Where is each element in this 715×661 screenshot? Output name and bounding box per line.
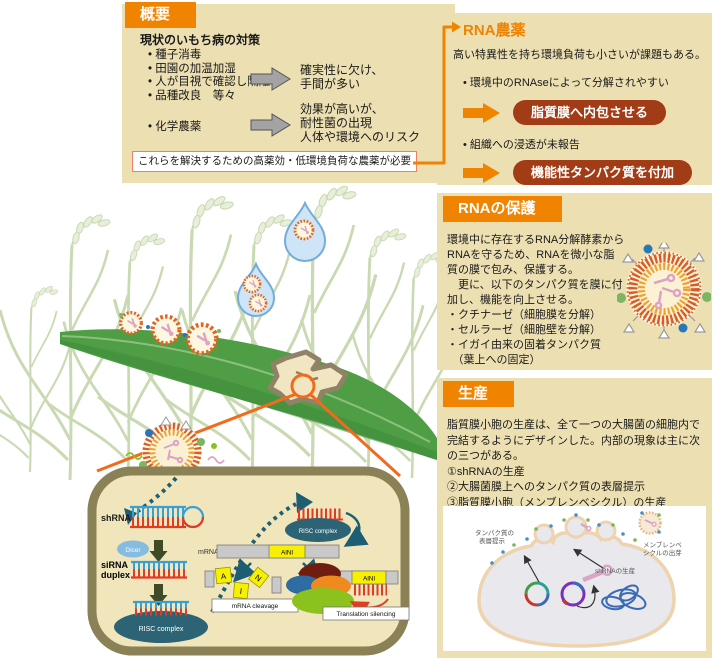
sirna-label-1: siRNA xyxy=(101,560,129,570)
rna-pesticide-panel: RNA農薬 高い特異性を持ち環境負荷も小さいが課題もある。 環境中のRNAseに… xyxy=(437,13,712,185)
overview-subtitle: 現状のいもち病の対策 xyxy=(140,33,261,47)
risc-transfer-arrow xyxy=(210,502,297,613)
fragment-a: A xyxy=(220,572,227,582)
target-gene-label: AlNl xyxy=(363,576,375,583)
production-header: 生産 xyxy=(443,381,515,407)
solution-row: 機能性タンパク質を付加 xyxy=(463,160,693,185)
svg-text:mRNA cleavage: mRNA cleavage xyxy=(232,603,279,610)
gray-arrow-icon xyxy=(250,113,291,137)
issue2-text: 効果が高いが、 耐性菌の出現 人体や環境へのリスク xyxy=(300,102,421,144)
risc-complex-upper: RISC complex xyxy=(285,508,369,547)
dicer-enzyme xyxy=(117,540,149,558)
production-panel: 生産 脂質膜小胞の生産は、全て一つの大腸菌の細胞内で 完結するようにデザインした… xyxy=(437,378,712,658)
issue1-text: 確実性に欠け、 手間が多い xyxy=(300,63,384,91)
plasmid-2 xyxy=(560,581,586,607)
vesicles-on-leaf xyxy=(119,311,221,354)
membrane-buds xyxy=(533,515,617,545)
magnified-cell: shRNA Dicer siRNA duplex RISC complex xyxy=(87,466,410,656)
list-item-chemical: 化学農薬 xyxy=(148,120,201,134)
risc-label-lower: RISC complex xyxy=(139,626,184,633)
shrna-production-label: shRNAの生産 xyxy=(595,566,636,575)
rna-pesticide-lead: 高い特異性を持ち環境負荷も小さいが課題もある。 xyxy=(453,49,706,61)
solution-badge: 機能性タンパク質を付加 xyxy=(513,160,693,185)
issue-item: 組織への浸透が未報告 xyxy=(463,138,580,152)
shrna-label: shRNA xyxy=(101,513,132,523)
vesicle-budding-label-2: シクルの出芽 xyxy=(643,548,682,557)
solution-row: 脂質膜へ内包させる xyxy=(463,100,667,125)
orange-arrow-icon xyxy=(463,162,500,183)
functional-proteins xyxy=(617,243,711,339)
rna-protection-header: RNAの保護 xyxy=(443,196,562,222)
shrna-cargo xyxy=(653,273,682,310)
shrna-product xyxy=(582,564,613,583)
fragment-l: l xyxy=(239,587,242,596)
mrna-label: mRNA xyxy=(198,549,219,556)
overview-header: 概要 xyxy=(125,2,197,28)
zoom-callout-lines xyxy=(96,392,402,478)
rna-protection-body: 環境中に存在するRNA分解酵素から RNAを守るため、RNAを微小な脂 質の膜で… xyxy=(447,234,625,366)
solution-badge: 脂質膜へ内包させる xyxy=(513,100,667,125)
sirna-duplex xyxy=(131,560,187,579)
mrna-fragments: A l N xyxy=(204,566,282,600)
sirna-on-risc xyxy=(133,600,189,616)
ecoli-figure-box: タンパク質の 表層提示 shRNAの生産 メンブレンベ シクルの出芽 xyxy=(443,506,706,651)
mrna-cleavage-tag: mRNA cleavage xyxy=(211,598,299,613)
genomic-dna xyxy=(601,584,647,611)
list-item: 人が目視で確認し隔離 xyxy=(148,76,270,90)
list-item: 品種改良 等々 xyxy=(148,90,270,104)
down-arrow xyxy=(149,540,168,562)
rna-pesticide-title: RNA農薬 xyxy=(463,22,526,39)
rna-protection-panel: RNAの保護 環境中に存在するRNA分解酵素から RNAを守るため、RNAを微小… xyxy=(437,193,712,370)
list-item: 種子消毒 xyxy=(148,49,270,63)
gray-arrow-icon xyxy=(250,67,291,91)
ecoli-figure: タンパク質の 表層提示 shRNAの生産 メンブレンベ シクルの出芽 xyxy=(475,511,682,648)
lesion-zoom-ring xyxy=(290,373,316,399)
overview-panel: 概要 現状のいもち病の対策 種子消毒 田園の加温加湿 人が目視で確認し隔離 品種… xyxy=(122,2,455,183)
dicer-label: Dicer xyxy=(125,547,141,554)
target-gene-label: AlNl xyxy=(281,550,293,557)
rice-leaf xyxy=(60,329,437,478)
production-body: 脂質膜小胞の生産は、全て一つの大腸菌の細胞内で 完結するようにデザインした。内部… xyxy=(447,419,700,509)
orange-arrow-icon xyxy=(463,102,500,123)
protected-vesicle-figure xyxy=(617,243,711,339)
surface-display-label-2: 表層提示 xyxy=(479,536,506,545)
list-item: 田園の加温加湿 xyxy=(148,63,270,77)
conclusion-box: これらを解決するための高薬効・低環境負荷な農薬が必要 xyxy=(132,151,417,172)
surface-protein-dots xyxy=(490,511,661,565)
countermeasure-list: 種子消毒 田園の加温加湿 人が目視で確認し隔離 品種改良 等々 xyxy=(148,49,270,103)
mrna-bar: AlNl xyxy=(216,544,340,559)
shrna-hairpin xyxy=(130,505,205,529)
risc-label-upper: RISC complex xyxy=(299,529,337,535)
plasmid-1 xyxy=(524,581,550,607)
translation-silencing-tag: Translation silencing xyxy=(322,606,410,621)
surface-display-label-1: タンパク質の xyxy=(475,528,514,537)
svg-text:Translation silencing: Translation silencing xyxy=(336,611,395,618)
free-vesicle xyxy=(638,511,662,535)
fragment-n: N xyxy=(253,573,263,584)
vesicle-budding-label-1: メンブレンベ xyxy=(643,540,682,549)
sirna-label-2: duplex xyxy=(101,570,130,580)
risc-complex-lower xyxy=(114,611,208,643)
down-arrow xyxy=(149,584,168,606)
issue-item: 環境中のRNAseによって分解されやすい xyxy=(463,76,669,90)
spray-droplets xyxy=(236,200,327,317)
